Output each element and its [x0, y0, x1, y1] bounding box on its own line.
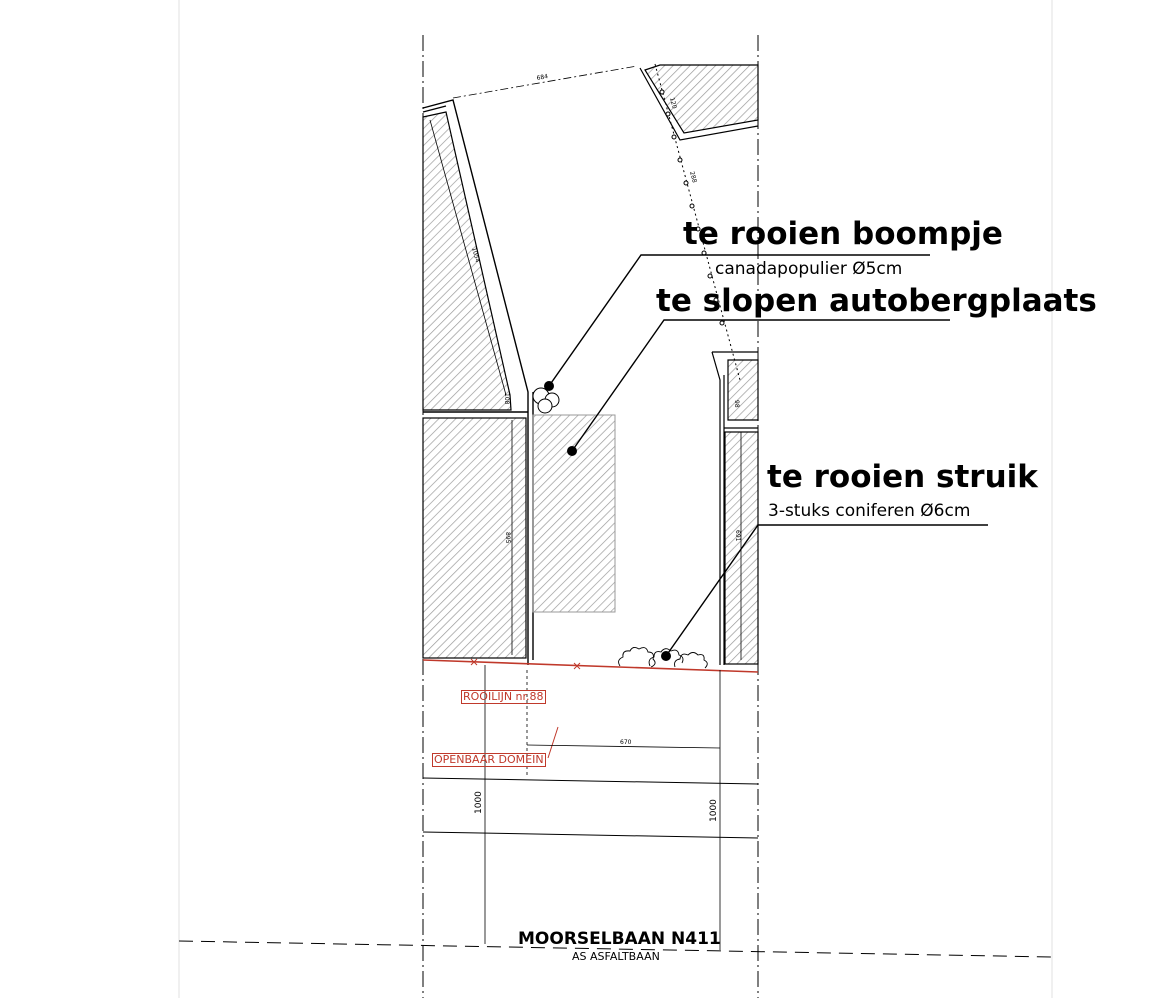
shrub-subtitle: 3-stuks coniferen Ø6cm	[768, 501, 971, 521]
road-edge-2	[422, 831, 759, 839]
shrub-title: te rooien struik	[767, 459, 1038, 495]
leader-dots	[544, 381, 671, 661]
dim-right-slant-a: 120	[668, 97, 678, 110]
road-edge-1	[422, 777, 759, 785]
tree-symbol	[532, 387, 560, 414]
domain-leader	[547, 726, 559, 759]
building-line-red	[422, 659, 759, 673]
fence-posts	[659, 89, 725, 326]
dim-setback-left: 1000	[474, 791, 484, 814]
dim-left-short: 108	[503, 393, 510, 405]
tree-subtitle: canadapopulier Ø5cm	[715, 259, 903, 279]
road-name: MOORSELBAAN N411	[518, 929, 721, 949]
left-neighbour-building	[422, 111, 527, 659]
dim-top-width: 684	[536, 73, 549, 82]
road-axis	[178, 940, 1053, 958]
boundary-markers	[470, 658, 581, 670]
dimension-lines	[429, 65, 742, 950]
leader-lines	[548, 254, 988, 657]
top-right-building	[639, 64, 759, 141]
dim-right-mid: 691	[734, 530, 741, 542]
right-neighbour-building	[711, 351, 759, 665]
openbaar-domein-label: OPENBAAR DOMEIN	[432, 753, 546, 767]
shrub-symbols	[618, 646, 708, 669]
carport-title: te slopen autobergplaats	[656, 283, 1097, 319]
dim-left-mid: 895	[504, 532, 511, 544]
dim-left-long: 1054	[470, 247, 481, 264]
dim-right-slant-b: 288	[688, 171, 698, 184]
dim-setback-right: 1000	[709, 799, 719, 822]
dim-right-short: 98	[733, 400, 740, 408]
rooilijn-label: ROOILIJN nr.88	[461, 690, 546, 704]
carport-hatch	[532, 414, 616, 613]
tree-title: te rooien boompje	[683, 216, 1003, 252]
dim-frontage: 670	[620, 739, 632, 746]
road-note: AS ASFALTBAAN	[572, 950, 660, 963]
